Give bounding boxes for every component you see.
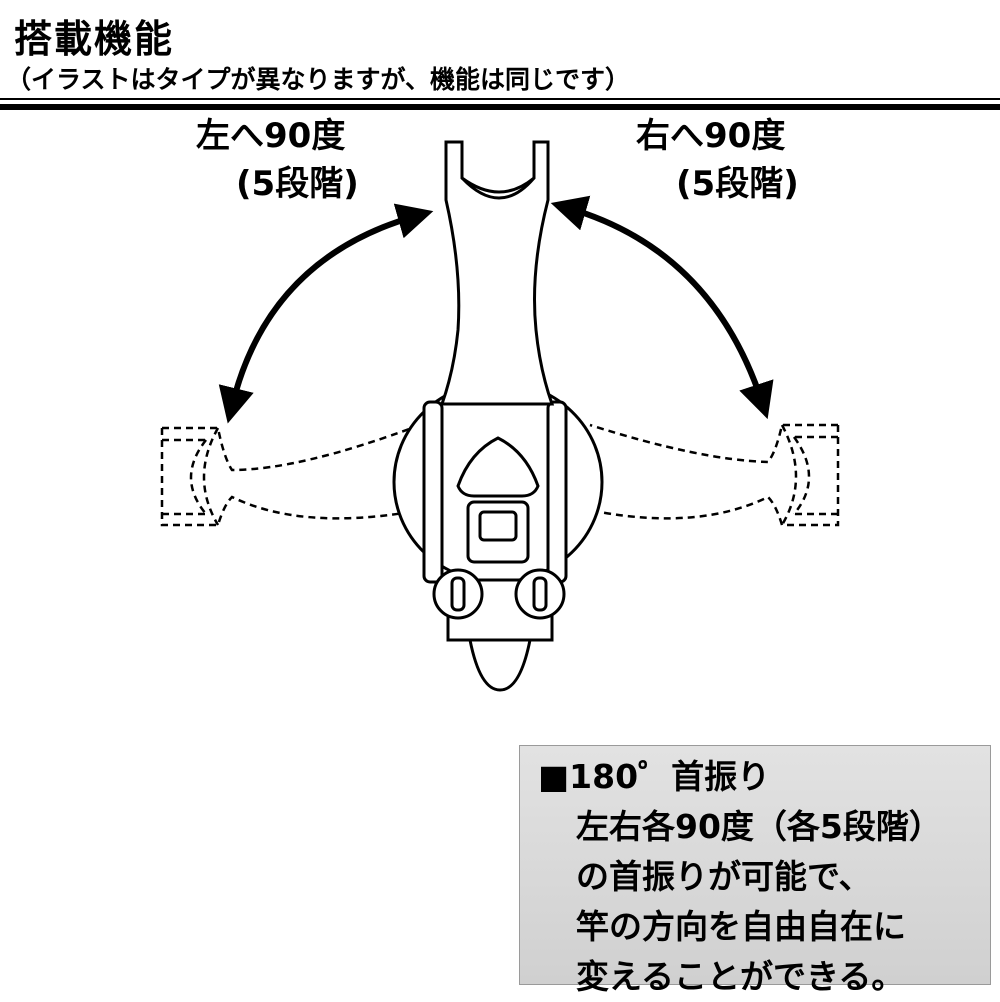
rod-holder-body xyxy=(392,140,604,692)
right-rotation-arrow xyxy=(550,195,774,420)
page-subtitle: （イラストはタイプが異なりますが、機能は同じです） xyxy=(6,65,631,94)
feature-heading: ■180゜首振り xyxy=(538,757,771,796)
feature-line-3: 竿の方向を自由自在に xyxy=(576,907,906,946)
left-rotation-arrow xyxy=(218,203,434,424)
feature-line-1: 左右各90度（各5段階） xyxy=(576,807,942,846)
page-title: 搭載機能 xyxy=(14,17,175,61)
feature-info-box: ■180゜首振り 左右各90度（各5段階） の首振りが可能で、 竿の方向を自由自… xyxy=(519,745,991,996)
feature-line-2: の首振りが可能で、 xyxy=(576,857,872,896)
feature-line-4: 変えることができる。 xyxy=(576,957,905,996)
divider-thick xyxy=(0,104,1000,110)
divider-thin xyxy=(0,98,1000,100)
ghost-holder-right xyxy=(589,423,840,527)
ghost-holder-left xyxy=(160,423,421,527)
right-rotation-degrees: 右へ90度 xyxy=(636,116,786,156)
left-rotation-steps: (5段階) xyxy=(236,164,359,204)
left-rotation-label: 左へ90度 (5段階) xyxy=(196,112,359,208)
left-rotation-degrees: 左へ90度 xyxy=(196,116,346,156)
